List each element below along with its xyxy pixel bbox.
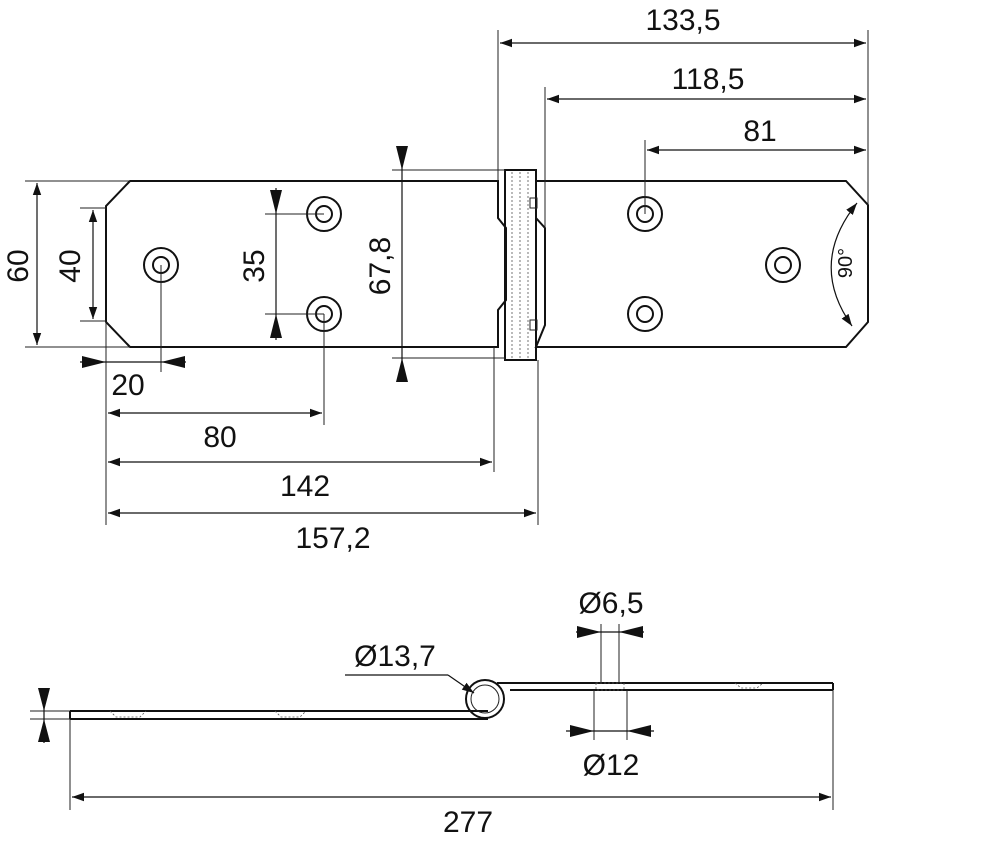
dim-20: 20 (111, 369, 144, 402)
right-leaf-outline (534, 180, 869, 348)
dim-90deg: 90° (835, 248, 857, 278)
hole-right-lower (627, 296, 663, 332)
dim-67-8: 67,8 (364, 237, 397, 295)
hinge-knuckle (504, 169, 537, 361)
dim-157-2: 157,2 (295, 522, 370, 555)
dim-d6-5: Ø6,5 (578, 587, 643, 620)
dim-35: 35 (238, 249, 271, 282)
dim-d12: Ø12 (583, 749, 640, 782)
dim-133-5: 133,5 (645, 4, 720, 37)
hole-right-center (765, 247, 801, 283)
dim-142: 142 (280, 470, 330, 503)
dim-81: 81 (743, 115, 776, 148)
side-view: Ø6,5 Ø13,7 Ø12 277 (30, 587, 834, 839)
dim-277: 277 (443, 806, 493, 839)
side-knuckle (465, 679, 505, 719)
left-leaf-outline (105, 180, 507, 348)
dim-80: 80 (203, 421, 236, 454)
extension-lines (25, 30, 869, 525)
dim-60: 60 (2, 249, 35, 282)
dim-118-5: 118,5 (672, 63, 745, 96)
dim-d13-7: Ø13,7 (354, 640, 436, 673)
top-view: 133,5 118,5 81 60 40 35 67,8 90° 20 80 1… (2, 4, 869, 555)
dim-arc-90deg (830, 202, 858, 327)
dim-40: 40 (54, 249, 87, 282)
